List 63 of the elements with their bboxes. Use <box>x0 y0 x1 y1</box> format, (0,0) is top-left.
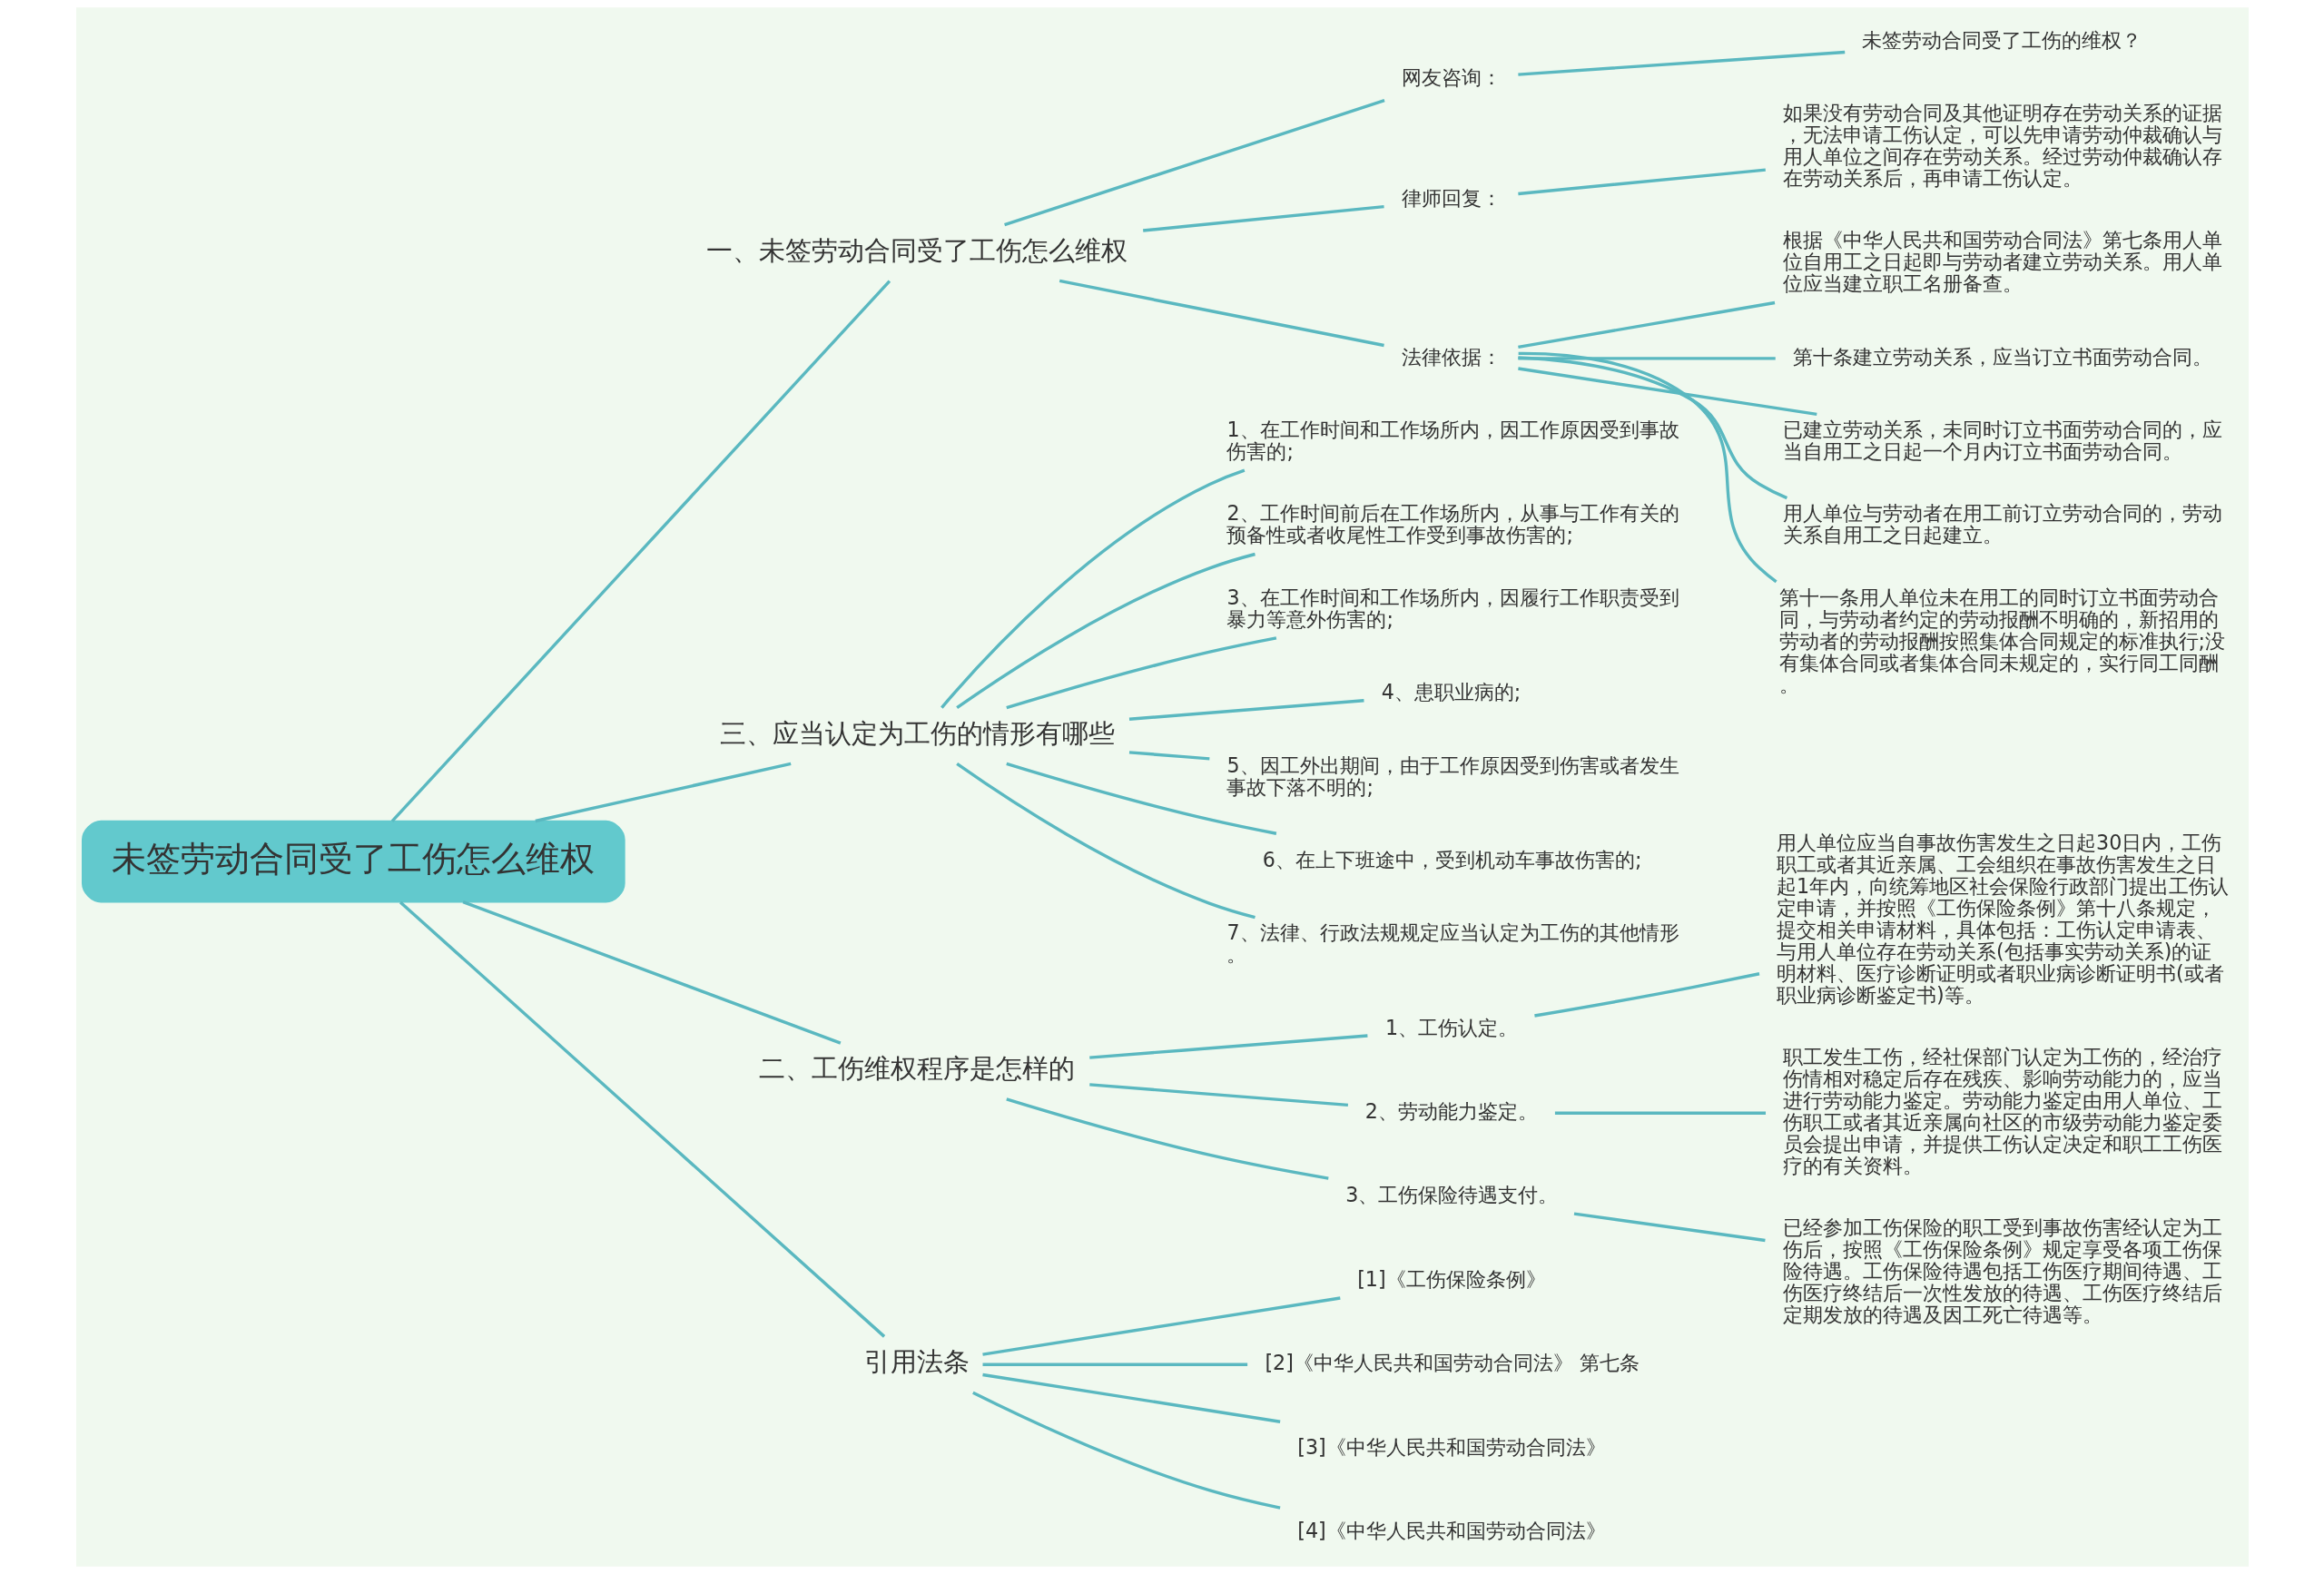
node-text: 6、在上下班途中，受到机动车事故伤害的; <box>1262 847 1641 871</box>
connector <box>1518 351 1777 584</box>
connector <box>390 280 891 822</box>
connector <box>1088 1083 1348 1107</box>
connector <box>534 762 792 823</box>
node-text: 第十一条用人单位未在用工的同时订立书面劳动合同，与劳动者约定的劳动报酬不明确的，新招用的劳动者的劳动报酬按照集体合同规定的标准执行;没有集体合同或者集体合同未规定的，实行同工同酬。 <box>1778 585 2225 696</box>
node-text: 7、法律、行政法规规定应当认定为工伤的其他情形。 <box>1226 920 1679 967</box>
node-text: 2、劳动能力鉴定。 <box>1364 1099 1538 1124</box>
connector <box>1533 972 1759 1018</box>
node-text: 已经参加工伤保险的职工受到事故伤害经认定为工伤后，按照《工伤保险条例》规定享受各项工伤保险待遇。工伤保险待遇包括工伤医疗期间待遇、工伤医疗终结后一次性发放的待遇、工伤医疗终结后定期发放的待遇及因工死亡待遇等。 <box>1782 1215 2222 1327</box>
connector <box>1554 1111 1766 1115</box>
connector <box>1005 636 1276 710</box>
node-text: [3]《中华人民共和国劳动合同法》 <box>1296 1434 1606 1459</box>
node-text: 律师回复： <box>1401 186 1502 211</box>
node-box: 未签劳动合同受了工伤怎么维权 <box>81 820 625 903</box>
connector <box>1003 98 1385 227</box>
connector <box>1517 367 1817 417</box>
node-text: [4]《中华人民共和国劳动合同法》 <box>1296 1518 1606 1542</box>
node-text: 引用法条 <box>863 1346 970 1378</box>
connector <box>955 552 1256 710</box>
connector <box>1128 751 1209 761</box>
node-text: [1]《工伤保险条例》 <box>1356 1266 1546 1291</box>
connector <box>1059 279 1384 348</box>
node-text: 一、未签劳动合同受了工伤怎么维权 <box>705 234 1128 266</box>
connector <box>1005 1097 1329 1180</box>
connector <box>1005 762 1276 835</box>
connector <box>1517 50 1845 76</box>
node-text: 未签劳动合同受了工伤的维权？ <box>1861 27 2142 52</box>
node-text: 5、因工外出期间，由于工作原因受到伤害或者发生事故下落不明的; <box>1226 753 1679 799</box>
node-text: 3、在工作时间和工作场所内，因履行工作职责受到暴力等意外伤害的; <box>1226 585 1679 631</box>
connector <box>1517 356 1787 500</box>
connector <box>955 762 1256 920</box>
node-text: 法律依据： <box>1401 344 1502 369</box>
node-text: 已建立劳动关系，未同时订立书面劳动合同的，应当自用工之日起一个月内订立书面劳动合同。 <box>1782 418 2222 464</box>
connector <box>971 1391 1280 1510</box>
node-text: [2]《中华人民共和国劳动合同法》 第七条 <box>1264 1351 1640 1375</box>
node-text: 如果没有劳动合同及其他证明存在劳动关系的证据，无法申请工伤认定，可以先申请劳动仲裁确认与用人单位之间存在劳动关系。经过劳动仲裁确认存在劳动关系后，再申请工伤认定。 <box>1782 101 2222 191</box>
connector <box>981 1372 1280 1423</box>
node-text: 2、工作时间前后在工作场所内，从事与工作有关的预备性或者收尾性工作受到事故伤害的; <box>1226 501 1679 547</box>
connector <box>1128 699 1364 721</box>
node-text: 三、应当认定为工伤的情形有哪些 <box>719 717 1115 749</box>
node-text: 1、工伤认定。 <box>1384 1015 1518 1039</box>
connector <box>982 1362 1247 1366</box>
connector <box>1573 1212 1766 1243</box>
node-text: 二、工伤维权程序是怎样的 <box>758 1053 1075 1085</box>
connector <box>940 468 1245 709</box>
connector <box>981 1296 1341 1356</box>
connector <box>1517 300 1775 349</box>
connector <box>1142 204 1384 232</box>
node-text: 4、患职业病的; <box>1381 680 1521 704</box>
node-text: 职工发生工伤，经社保部门认定为工伤的，经治疗伤情相对稳定后存在残疾、影响劳动能力的，应当进行劳动能力鉴定。劳动能力鉴定由用人单位、工伤职工或者其近亲属向社区的市级劳动能力鉴定委员会提出申请，并提供工伤认定决定和职工工伤医疗的有关资料。 <box>1782 1045 2222 1177</box>
connector <box>462 900 841 1045</box>
node-text: 根据《中华人民共和国劳动合同法》第七条用人单位自用工之日起即与劳动者建立劳动关系。用人单位应当建立职工名册备查。 <box>1782 228 2222 296</box>
connector <box>399 900 885 1338</box>
connector <box>1517 168 1766 196</box>
node-text: 用人单位应当自事故伤害发生之日起30日内，工伤职工或者其近亲属、工会组织在事故伤害发生之日起1年内，向统筹地区社会保险行政部门提出工伤认定申请，并按照《工伤保险条例》第十八条规定，提交相关申请材料，具体包括：工伤认定申请表、与用人单位存在劳动关系(包括事实劳动关系)的证明材料、医疗诊断证明或者职业病诊断证明书(或者职业病诊断鉴定书)等。 <box>1776 831 2229 1007</box>
node-text: 用人单位与劳动者在用工前订立劳动合同的，劳动关系自用工之日起建立。 <box>1782 501 2222 547</box>
connector <box>1088 1034 1368 1059</box>
node-text: 网友咨询： <box>1401 64 1502 89</box>
node-text: 1、在工作时间和工作场所内，因工作原因受到事故伤害的; <box>1226 418 1679 464</box>
node-text: 第十条建立劳动关系，应当订立书面劳动合同。 <box>1792 344 2212 369</box>
node-text: 3、工伤保险待遇支付。 <box>1344 1183 1558 1207</box>
connector <box>1517 357 1776 360</box>
